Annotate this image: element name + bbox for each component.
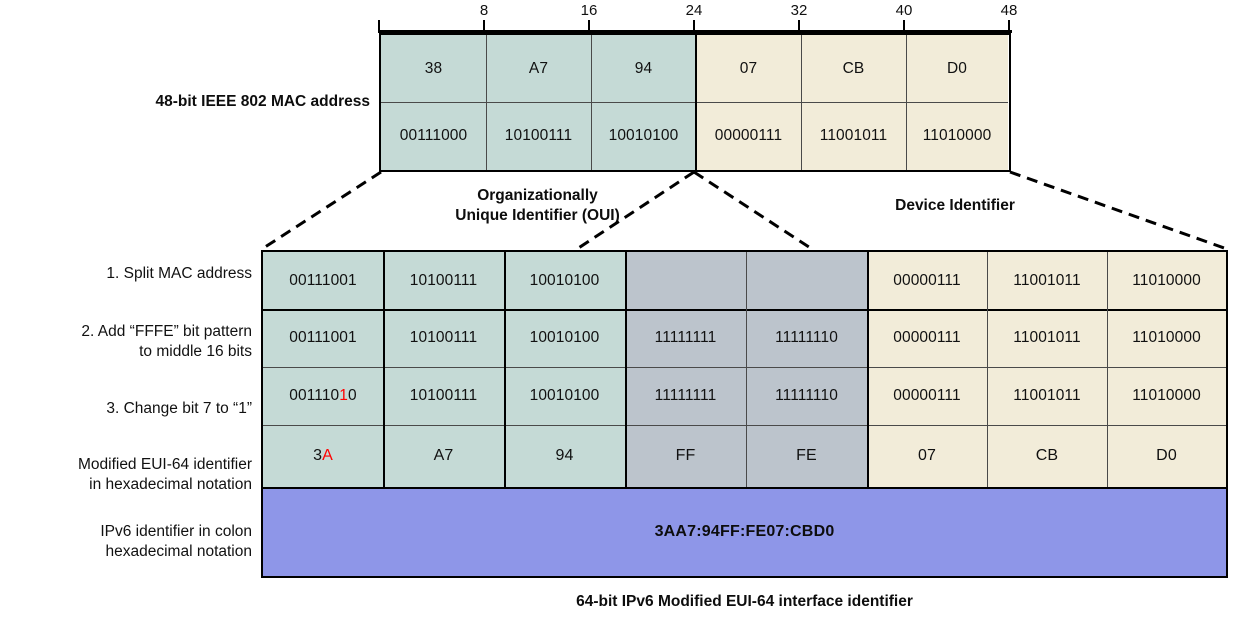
row-label-ipv6-line2: hexadecimal notation	[105, 543, 253, 560]
mac-bin-cell: 11010000	[906, 102, 1008, 170]
ruler-label-16: 16	[580, 2, 598, 19]
eui64-derivation-table: 00111001 10100111 10010100 00000111 1100…	[261, 250, 1228, 578]
eui-col-divider	[987, 252, 988, 487]
eui-col-divider	[1107, 252, 1108, 487]
eui-cell: 10010100	[504, 252, 625, 309]
row-label-eui64-hex-line2: in hexadecimal notation	[89, 476, 252, 493]
ruler-tick-8	[483, 20, 485, 32]
eui-hex-cell: CB	[987, 425, 1107, 487]
eui-hex-cell: A7	[383, 425, 504, 487]
mac-hex-cell: 94	[591, 35, 696, 102]
bit-ruler-line	[378, 30, 1012, 33]
ruler-label-24: 24	[685, 2, 703, 19]
ruler-label-40: 40	[895, 2, 913, 19]
row-label-change-bit7: 3. Change bit 7 to “1”	[106, 400, 252, 417]
eui-col-divider	[383, 252, 385, 487]
eui-cell: 11111110	[746, 309, 867, 367]
eui-cell: 00111001	[263, 309, 383, 367]
bit7-highlight: 1	[339, 387, 349, 404]
mac-col-divider	[486, 35, 487, 170]
mac-bin-cell: 00000111	[696, 102, 801, 170]
eui-hex-cell: D0	[1107, 425, 1226, 487]
ruler-tick-40	[903, 20, 905, 32]
device-identifier-label: Device Identifier	[895, 197, 1015, 214]
eui-cell: 10010100	[504, 309, 625, 367]
mac-bin-cell: 00111000	[381, 102, 486, 170]
row-label-add-fffe-line2: to middle 16 bits	[139, 343, 252, 360]
ruler-label-8: 8	[479, 2, 489, 19]
eui-hex-cell: 94	[504, 425, 625, 487]
eui-cell: 11010000	[1107, 367, 1226, 425]
mac-address-table: 38 A7 94 07 CB D0 00111000 10100111 1001…	[379, 33, 1011, 172]
eui-cell-empty	[746, 252, 867, 309]
bit7-suffix: 0	[348, 387, 357, 404]
mac-hex-cell: CB	[801, 35, 906, 102]
eui-row-divider	[263, 425, 1226, 426]
ruler-tick-48	[1008, 20, 1010, 32]
eui-cell: 11001011	[987, 367, 1107, 425]
row-label-add-fffe-line1: 2. Add “FFFE” bit pattern	[81, 323, 252, 340]
eui-row-divider	[263, 367, 1226, 368]
eui-col-divider	[625, 252, 627, 487]
mac-hex-cell: D0	[906, 35, 1008, 102]
ipv6-identifier-value: 3AA7:94FF:FE07:CBD0	[263, 487, 1226, 576]
row-label-ipv6-line1: IPv6 identifier in colon	[100, 523, 252, 540]
eui-hex-cell: FE	[746, 425, 867, 487]
eui-cell: 00000111	[867, 367, 987, 425]
mac-bin-cell: 10100111	[486, 102, 591, 170]
mac-col-divider	[591, 35, 592, 170]
eui-cell: 11001011	[987, 309, 1107, 367]
mac-col-divider	[801, 35, 802, 170]
eui-cell: 11001011	[987, 252, 1107, 309]
oui-label-line2: Unique Identifier (OUI)	[455, 207, 620, 224]
eui-cell: 11111111	[625, 309, 746, 367]
ruler-tick-32	[798, 20, 800, 32]
mac-row-divider	[381, 102, 1008, 103]
ruler-tick-0	[378, 20, 380, 32]
ruler-label-48: 48	[1000, 2, 1018, 19]
mac-address-label: 48-bit IEEE 802 MAC address	[155, 93, 371, 110]
eui-cell: 00000111	[867, 309, 987, 367]
oui-label-line1: Organizationally	[477, 187, 598, 204]
hex-highlight: A	[322, 447, 333, 464]
eui-cell: 10010100	[504, 367, 625, 425]
ruler-tick-16	[588, 20, 590, 32]
ruler-label-32: 32	[790, 2, 808, 19]
eui-row-divider	[263, 487, 1226, 489]
eui-cell: 10100111	[383, 367, 504, 425]
eui-cell: 00000111	[867, 252, 987, 309]
mac-hex-cell: A7	[486, 35, 591, 102]
eui-cell: 11111111	[625, 367, 746, 425]
eui-col-divider	[746, 252, 747, 487]
eui-cell: 10100111	[383, 252, 504, 309]
eui-row-divider	[263, 309, 1226, 311]
mac-col-divider-oui-end	[695, 35, 697, 170]
eui-cell-empty	[625, 252, 746, 309]
eui-col-divider	[867, 252, 869, 487]
eui-hex-cell: FF	[625, 425, 746, 487]
eui-cell: 00111001	[263, 252, 383, 309]
eui-col-divider	[504, 252, 506, 487]
mac-hex-cell: 38	[381, 35, 486, 102]
row-label-eui64-hex-line1: Modified EUI-64 identifier	[77, 456, 252, 473]
eui-cell: 11010000	[1107, 252, 1226, 309]
bit7-prefix: 001110	[289, 387, 340, 404]
hex-prefix: 3	[313, 447, 323, 464]
mac-col-divider	[906, 35, 907, 170]
mac-bin-cell: 10010100	[591, 102, 696, 170]
eui-hex-cell: 07	[867, 425, 987, 487]
diagram-caption: 64-bit IPv6 Modified EUI-64 interface id…	[576, 593, 913, 610]
row-label-split-mac: 1. Split MAC address	[106, 265, 252, 282]
eui-cell: 10100111	[383, 309, 504, 367]
mac-hex-cell: 07	[696, 35, 801, 102]
mac-bin-cell: 11001011	[801, 102, 906, 170]
eui-cell: 11010000	[1107, 309, 1226, 367]
ruler-tick-24	[693, 20, 695, 32]
eui-cell: 11111110	[746, 367, 867, 425]
